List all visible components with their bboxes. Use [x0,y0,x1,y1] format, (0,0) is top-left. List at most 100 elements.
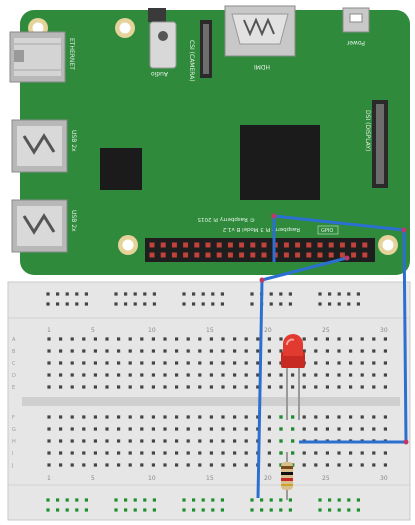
rail-hole [65,292,69,296]
rail-hole [279,302,283,306]
terminal-hole [140,337,144,341]
terminal-hole [140,439,144,443]
terminal-hole [140,373,144,377]
gpio-pin [227,252,233,258]
terminal-hole [163,373,167,377]
terminal-hole [209,415,213,419]
terminal-hole [221,373,225,377]
wire-gpio-to-led[interactable] [273,214,408,444]
terminal-hole [175,463,179,467]
gpio-pin [328,242,334,248]
terminal-hole [360,463,364,467]
terminal-hole [267,349,271,353]
terminal-hole [70,361,74,365]
terminal-hole [337,349,341,353]
rail-hole [220,302,224,306]
terminal-hole [59,385,63,389]
terminal-hole [233,385,237,389]
terminal-hole [128,427,132,431]
rail-hole [65,498,69,502]
terminal-hole [233,463,237,467]
gpio-pin [216,242,222,248]
camera-label: CSI (CAMERA) [188,40,195,82]
hdmi-label: HDMI [254,63,270,70]
gpio-pin [194,252,200,258]
audio-jack [148,8,177,69]
rail-hole [124,292,128,296]
gpio-pin [160,242,166,248]
connected-hole [291,439,295,443]
rail-hole [250,302,254,306]
terminal-hole [325,463,329,467]
terminal-hole [372,451,376,455]
rail-hole [182,508,186,512]
rail-hole [143,302,147,306]
rail-hole [250,292,254,296]
terminal-hole [163,427,167,431]
terminal-hole [163,349,167,353]
column-number: 5 [91,475,95,482]
rail-hole [201,508,205,512]
terminal-hole [349,373,353,377]
terminal-hole [105,415,109,419]
rail-hole [269,302,273,306]
red-led[interactable] [281,334,305,420]
terminal-hole [93,385,97,389]
rail-hole [192,292,196,296]
column-number: 10 [148,475,156,482]
terminal-hole [314,337,318,341]
rail-hole [46,498,50,502]
terminal-hole [325,337,329,341]
terminal-hole [267,361,271,365]
terminal-hole [372,373,376,377]
terminal-hole [163,463,167,467]
terminal-hole [372,427,376,431]
terminal-hole [267,451,271,455]
terminal-hole [47,415,51,419]
rail-hole [318,508,322,512]
terminal-hole [186,337,190,341]
terminal-hole [163,415,167,419]
column-number: 20 [264,327,272,334]
terminal-hole [349,349,353,353]
rail-hole [201,498,205,502]
terminal-hole [93,427,97,431]
model-label: Raspberry Pi 3 Model B v1.2 [223,226,300,232]
rail-hole [133,498,137,502]
center-channel [22,397,400,406]
terminal-hole [372,385,376,389]
terminal-hole [59,427,63,431]
terminal-hole [372,349,376,353]
terminal-hole [302,415,306,419]
power-rail-bottom [46,498,360,512]
usb-controller-chip [100,148,142,190]
terminal-hole [70,385,74,389]
gpio-pin [283,252,289,258]
column-number: 25 [322,327,330,334]
rail-hole [356,498,360,502]
gpio-pin [171,242,177,248]
rail-hole [279,292,283,296]
resistor[interactable] [281,452,293,500]
terminal-hole [372,463,376,467]
terminal-hole [360,337,364,341]
rail-hole [84,508,88,512]
terminal-hole [256,337,260,341]
terminal-hole [244,451,248,455]
terminal-hole [93,439,97,443]
rail-hole [356,292,360,296]
gpio-pin [317,242,323,248]
terminal-hole [186,439,190,443]
terminal-hole [349,385,353,389]
rail-hole [250,508,254,512]
rail-hole [133,292,137,296]
column-number: 30 [380,327,388,334]
terminal-hole [360,451,364,455]
terminal-hole [279,385,283,389]
terminal-hole [325,361,329,365]
column-number: 10 [148,327,156,334]
terminal-hole [82,385,86,389]
terminal-hole [198,439,202,443]
terminal-hole [105,349,109,353]
